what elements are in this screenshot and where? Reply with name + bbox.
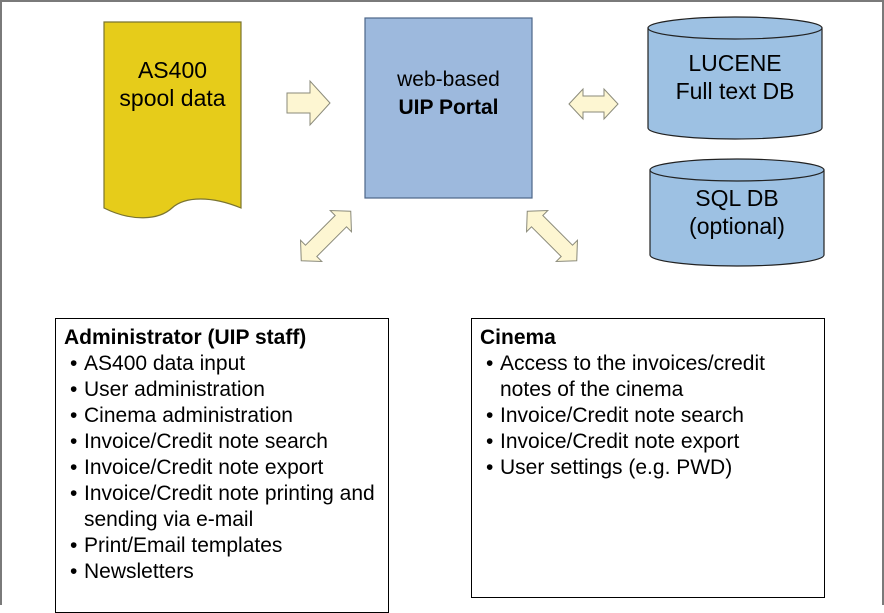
list-item: Invoice/Credit note printing and sending… <box>64 481 380 533</box>
uip-portal-label: web-based UIP Portal <box>365 66 532 122</box>
list-item: Access to the invoices/credit notes of t… <box>480 351 816 403</box>
list-item: Invoice/Credit note export <box>64 455 380 481</box>
list-item: Invoice/Credit note search <box>480 403 816 429</box>
cinema-box: Cinema Access to the invoices/credit not… <box>471 318 825 598</box>
sql-label: SQL DB (optional) <box>650 184 824 240</box>
arrow-portal-cinema <box>526 210 578 262</box>
list-item: User administration <box>64 377 380 403</box>
list-item: Invoice/Credit note search <box>64 429 380 455</box>
lucene-line-1: LUCENE <box>688 50 782 76</box>
sql-line-1: SQL DB <box>695 185 779 211</box>
portal-line-2: UIP Portal <box>398 96 499 119</box>
administrator-box: Administrator (UIP staff) AS400 data inp… <box>55 318 389 613</box>
lucene-line-2: Full text DB <box>675 78 795 104</box>
spool-data-document <box>103 21 242 219</box>
list-item: AS400 data input <box>64 351 380 377</box>
spool-line-1: AS400 <box>137 57 208 83</box>
administrator-list: AS400 data input User administration Cin… <box>64 351 380 585</box>
sql-database <box>649 158 825 267</box>
spool-data-label: AS400 spool data <box>104 56 241 112</box>
lucene-database <box>647 16 823 140</box>
portal-line-1: web-based <box>397 68 500 91</box>
cinema-list: Access to the invoices/credit notes of t… <box>480 351 816 481</box>
lucene-label: LUCENE Full text DB <box>648 49 822 105</box>
cinema-title: Cinema <box>480 326 556 349</box>
sql-line-2: (optional) <box>689 213 785 239</box>
list-item: Invoice/Credit note export <box>480 429 816 455</box>
uip-portal-box <box>364 17 533 199</box>
list-item: Print/Email templates <box>64 533 380 559</box>
administrator-title: Administrator (UIP staff) <box>64 326 307 349</box>
arrow-portal-admin <box>300 210 352 262</box>
arrow-spool-to-portal <box>286 79 331 127</box>
list-item: Cinema administration <box>64 403 380 429</box>
spool-line-2: spool data <box>119 85 226 111</box>
arrow-portal-lucene <box>568 87 619 121</box>
list-item: Newsletters <box>64 559 380 585</box>
list-item: User settings (e.g. PWD) <box>480 455 816 481</box>
